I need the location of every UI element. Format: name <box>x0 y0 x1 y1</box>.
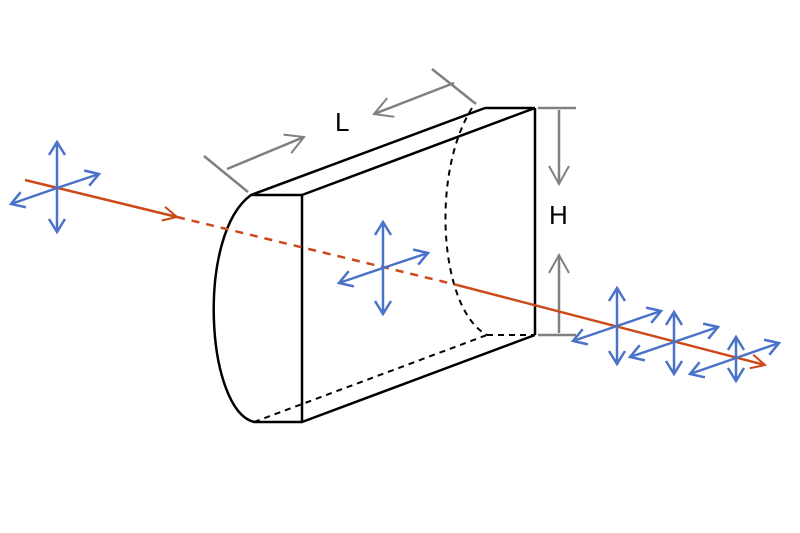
polarization-outgoing-3-horizontal-back <box>687 356 737 379</box>
beam-outgoing <box>456 283 768 370</box>
polarization-outgoing-2-horizontal-back <box>627 340 675 362</box>
polarization-outgoing-1-horizontal-back <box>570 324 618 346</box>
hidden-bottom-edge <box>253 334 488 423</box>
top-right-edge <box>301 106 536 197</box>
polarization-incoming <box>8 139 102 235</box>
polarization-inside <box>336 219 431 317</box>
polarization-incoming-horizontal-back <box>8 186 58 209</box>
length-label: L <box>335 107 349 137</box>
hidden-back-curve <box>444 107 488 336</box>
length-extension-right <box>431 68 477 105</box>
height-label: H <box>549 200 568 230</box>
front-face-outline <box>212 193 304 424</box>
polarization-inside-horizontal <box>382 248 431 270</box>
polarization-outgoing-2 <box>627 309 721 377</box>
beam-hidden-segment <box>176 215 458 287</box>
polarization-inside-horizontal-back <box>336 266 384 288</box>
laser-beam <box>24 178 768 370</box>
polarization-outgoing-2-horizontal <box>673 322 721 344</box>
polarization-outgoing-1-horizontal <box>616 306 664 328</box>
polarization-outgoing-3-horizontal <box>735 338 782 360</box>
polarization-incoming-horizontal <box>56 169 102 190</box>
length-dimension <box>203 68 477 193</box>
length-arrow-right <box>226 133 306 171</box>
hidden-edges <box>253 107 535 423</box>
crystal-block <box>212 106 537 424</box>
bottom-edge <box>301 333 536 424</box>
height-dimension <box>538 106 576 337</box>
length-extension-left <box>203 155 249 193</box>
top-edge <box>250 106 486 197</box>
polarization-outgoing-1 <box>570 285 664 367</box>
beam-incoming <box>24 178 180 222</box>
length-arrow-left <box>372 81 455 118</box>
polarization-outgoing-3 <box>687 334 782 384</box>
